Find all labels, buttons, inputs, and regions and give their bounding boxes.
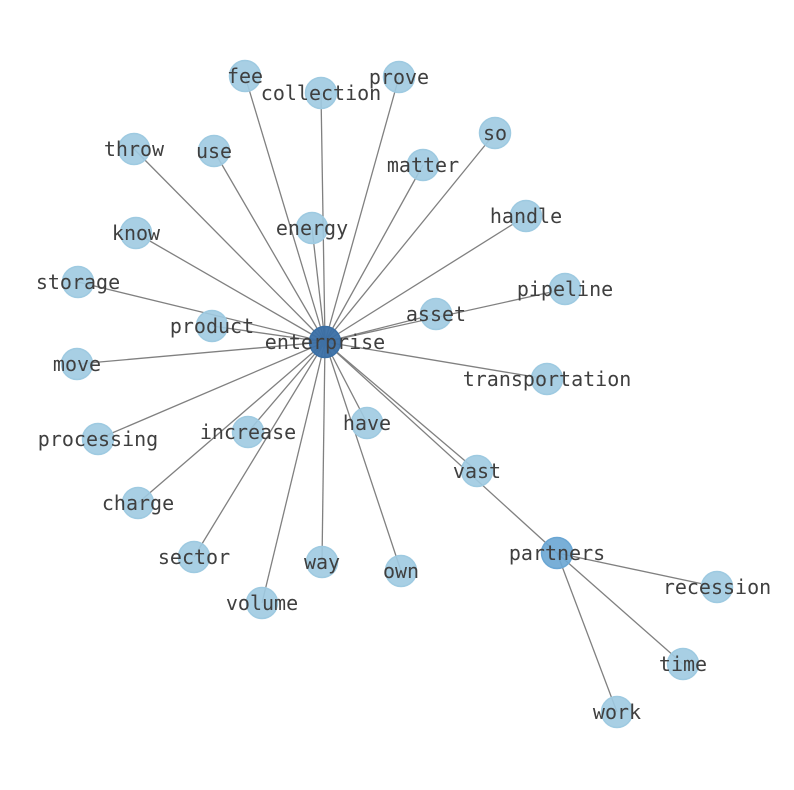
node-matter xyxy=(406,148,440,182)
edge-enterprise-move xyxy=(76,341,326,365)
node-handle xyxy=(509,199,543,233)
node-recession xyxy=(700,570,734,604)
edge-enterprise-own xyxy=(324,341,402,572)
node-so xyxy=(478,116,512,150)
edge-enterprise-charge xyxy=(137,341,326,504)
node-label-way: way xyxy=(304,550,340,574)
node-label-handle: handle xyxy=(490,204,562,228)
node-label-volume: volume xyxy=(226,591,298,615)
node-label-own: own xyxy=(383,559,419,583)
node-label-increase: increase xyxy=(200,420,296,444)
node-label-charge: charge xyxy=(102,491,174,515)
node-label-enterprise: enterprise xyxy=(265,330,385,354)
node-label-product: product xyxy=(170,314,254,338)
node-move xyxy=(60,347,94,381)
node-label-fee: fee xyxy=(227,64,263,88)
edge-enterprise-handle xyxy=(324,215,527,343)
nodes-layer xyxy=(60,59,734,729)
node-vast xyxy=(460,454,494,488)
edge-enterprise-storage xyxy=(77,281,326,343)
node-charge xyxy=(121,486,155,520)
node-use xyxy=(197,134,231,168)
edge-enterprise-partners xyxy=(324,341,558,554)
node-partners xyxy=(540,536,574,570)
node-label-transportation: transportation xyxy=(463,367,632,391)
node-processing xyxy=(81,422,115,456)
node-label-prove: prove xyxy=(369,65,429,89)
node-label-matter: matter xyxy=(387,153,459,177)
node-label-processing: processing xyxy=(38,427,158,451)
node-label-collection: collection xyxy=(261,81,381,105)
edge-partners-work xyxy=(556,552,618,713)
edge-enterprise-prove xyxy=(324,76,400,343)
node-label-sector: sector xyxy=(158,545,230,569)
edge-enterprise-asset xyxy=(324,313,437,343)
edge-enterprise-fee xyxy=(244,75,326,343)
node-label-so: so xyxy=(483,121,507,145)
node-label-storage: storage xyxy=(36,270,120,294)
node-energy xyxy=(295,211,329,245)
node-label-recession: recession xyxy=(663,575,771,599)
node-label-work: work xyxy=(593,700,641,724)
node-label-asset: asset xyxy=(406,302,466,326)
edge-enterprise-throw xyxy=(133,148,326,343)
node-label-vast: vast xyxy=(453,459,501,483)
edges-layer xyxy=(76,75,718,713)
node-label-energy: energy xyxy=(276,216,348,240)
node-product xyxy=(195,309,229,343)
edge-enterprise-product xyxy=(211,325,326,343)
edge-enterprise-increase xyxy=(247,341,326,433)
node-label-use: use xyxy=(196,139,232,163)
node-fee xyxy=(228,59,262,93)
node-time xyxy=(666,647,700,681)
node-pipeline xyxy=(548,272,582,306)
node-label-pipeline: pipeline xyxy=(517,277,613,301)
node-collection xyxy=(304,76,338,110)
node-storage xyxy=(61,265,95,299)
node-work xyxy=(600,695,634,729)
edge-enterprise-volume xyxy=(261,341,326,604)
edge-partners-time xyxy=(556,552,684,665)
edge-enterprise-transportation xyxy=(324,341,548,380)
edge-enterprise-use xyxy=(213,150,326,343)
node-volume xyxy=(245,586,279,620)
edge-enterprise-matter xyxy=(324,164,424,343)
node-label-have: have xyxy=(343,411,391,435)
edge-enterprise-sector xyxy=(193,341,326,558)
edge-enterprise-processing xyxy=(97,341,326,440)
node-label-know: know xyxy=(112,221,161,245)
node-prove xyxy=(382,60,416,94)
node-transportation xyxy=(530,362,564,396)
node-know xyxy=(119,216,153,250)
node-label-partners: partners xyxy=(509,541,605,565)
edge-enterprise-way xyxy=(321,341,326,563)
node-label-throw: throw xyxy=(104,137,165,161)
edge-enterprise-energy xyxy=(311,227,326,343)
node-way xyxy=(305,545,339,579)
node-asset xyxy=(419,297,453,331)
node-label-move: move xyxy=(53,352,101,376)
edge-enterprise-vast xyxy=(324,341,478,472)
node-own xyxy=(384,554,418,588)
node-sector xyxy=(177,540,211,574)
edge-enterprise-so xyxy=(324,132,496,343)
node-throw xyxy=(117,132,151,166)
node-increase xyxy=(231,415,265,449)
edge-enterprise-know xyxy=(135,232,326,343)
node-enterprise xyxy=(308,325,342,359)
edge-partners-recession xyxy=(556,552,718,588)
node-have xyxy=(350,406,384,440)
node-label-time: time xyxy=(659,652,707,676)
